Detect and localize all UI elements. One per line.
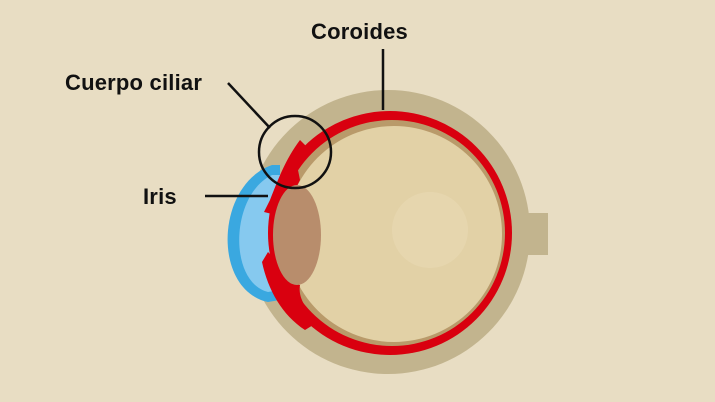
ciliary-callout-line xyxy=(227,82,271,129)
lens xyxy=(273,185,321,285)
label-cuerpo-ciliar: Cuerpo ciliar xyxy=(65,70,203,95)
label-coroides: Coroides xyxy=(311,19,408,44)
vitreous-highlight xyxy=(392,192,468,268)
ciliary-body-upper xyxy=(264,140,310,214)
label-iris: Iris xyxy=(143,184,177,209)
ciliary-body-lower xyxy=(262,252,318,330)
ciliary-callout-circle xyxy=(257,114,333,190)
